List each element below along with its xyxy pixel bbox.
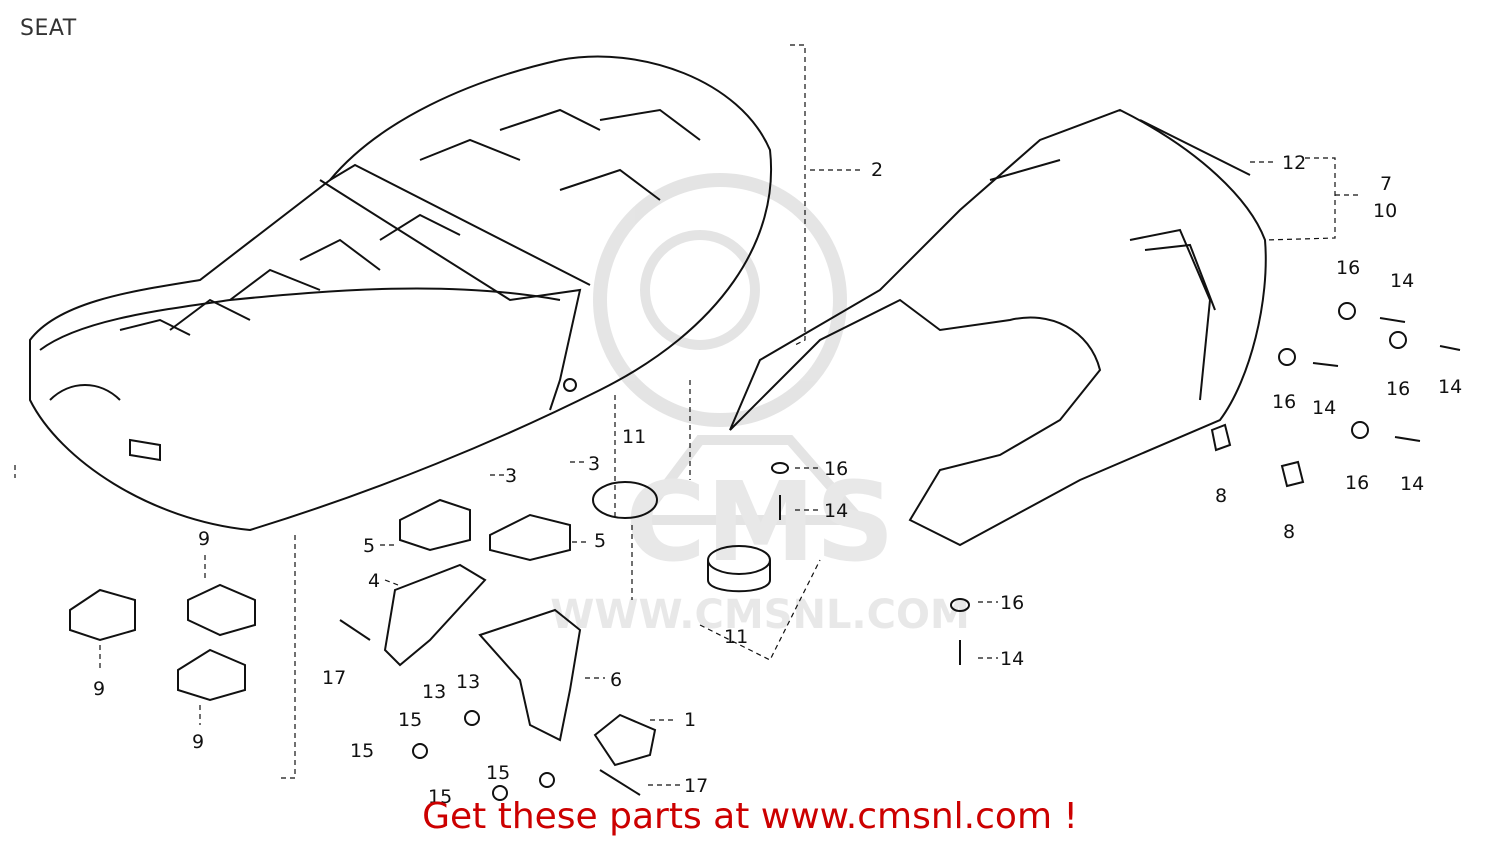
callout-13-right: 13 — [456, 671, 480, 693]
watermark-logo-ring — [593, 173, 847, 427]
nut-15b — [412, 743, 428, 759]
rubber-block-9c — [177, 648, 246, 702]
clip-8b — [1280, 460, 1305, 488]
callout-3-left: 3 — [505, 465, 517, 487]
bracket-5b — [489, 513, 571, 562]
watermark-logo-text: CMS — [625, 458, 894, 586]
bolt-17a — [339, 619, 371, 641]
callout-7: 7 — [1380, 173, 1392, 195]
callout-16-top: 16 — [1336, 257, 1360, 279]
callout-14-bottom: 14 — [1400, 473, 1424, 495]
small-parts-drawing — [69, 302, 1461, 801]
callouts: 1 2 3 3 4 5 5 6 7 8 8 9 9 9 10 11 11 12 … — [93, 152, 1462, 808]
washer-16c — [1338, 302, 1356, 320]
callout-17-right: 17 — [684, 775, 708, 797]
callout-15-d: 15 — [428, 786, 452, 808]
callout-11-top: 11 — [622, 426, 646, 448]
bolt-17b — [599, 769, 641, 796]
bracket-4 — [383, 563, 487, 667]
bolt-14c — [1379, 317, 1406, 323]
callout-6: 6 — [610, 669, 622, 691]
page-title: SEAT — [20, 16, 77, 41]
callout-13-left: 13 — [422, 681, 446, 703]
bolt-14f — [1394, 436, 1421, 442]
seat-lock-1 — [593, 713, 657, 767]
bracket-5a — [399, 498, 471, 552]
watermark-logo-base — [630, 435, 872, 525]
callout-16-right: 16 — [1386, 378, 1410, 400]
callout-15-b: 15 — [350, 740, 374, 762]
callout-9-bottom: 9 — [192, 731, 204, 753]
washer-16e — [1389, 331, 1407, 349]
washer-16a — [771, 462, 789, 474]
nut-15c — [539, 772, 555, 788]
watermark-url: WWW.CMSNL.COM — [550, 592, 970, 638]
callout-14-right: 14 — [1438, 376, 1462, 398]
rear-cowl-drawing — [729, 108, 1267, 547]
damper-11a — [592, 481, 658, 519]
callout-9-left: 9 — [93, 678, 105, 700]
washer-16f — [1351, 421, 1369, 439]
callout-10: 10 — [1373, 200, 1397, 222]
bolt-14e — [1312, 362, 1339, 367]
callout-16-bottom: 16 — [1345, 472, 1369, 494]
callout-12: 12 — [1282, 152, 1306, 174]
callout-3-right: 3 — [588, 453, 600, 475]
callout-11-bottom: 11 — [724, 626, 748, 648]
callout-14-center: 14 — [824, 500, 848, 522]
footer-cta-link[interactable]: Get these parts at www.cmsnl.com ! — [422, 796, 1078, 837]
callout-5-right: 5 — [594, 530, 606, 552]
callout-8-left: 8 — [1215, 485, 1227, 507]
callout-15-a: 15 — [398, 709, 422, 731]
bracket-6 — [478, 608, 582, 742]
callout-14-lower: 14 — [1000, 648, 1024, 670]
washer-16b — [950, 598, 970, 612]
nut-15a — [464, 710, 480, 726]
callout-15-c: 15 — [486, 762, 510, 784]
seat-drawing — [29, 55, 772, 532]
callout-14-top: 14 — [1390, 270, 1414, 292]
callout-5-left: 5 — [363, 535, 375, 557]
rubber-block-9b — [187, 583, 256, 637]
callout-8-right: 8 — [1283, 521, 1295, 543]
clip-8a — [1210, 423, 1232, 452]
callout-14-mid: 14 — [1312, 397, 1336, 419]
callout-2: 2 — [871, 159, 883, 181]
callout-9-top: 9 — [198, 528, 210, 550]
leader-lines — [14, 44, 1360, 786]
callout-1: 1 — [684, 709, 696, 731]
damper-11b — [707, 545, 771, 575]
bolt-14d — [1439, 345, 1461, 351]
watermark-logo-face — [640, 230, 760, 350]
callout-17-left: 17 — [322, 667, 346, 689]
callout-16-center: 16 — [824, 458, 848, 480]
callout-4: 4 — [368, 570, 380, 592]
callout-16-left: 16 — [1272, 391, 1296, 413]
washer-16d — [1278, 348, 1296, 366]
nut-15d — [492, 785, 508, 801]
callout-16-lower: 16 — [1000, 592, 1024, 614]
watermark: CMS WWW.CMSNL.COM — [550, 173, 970, 638]
rubber-block-9a — [69, 588, 136, 642]
